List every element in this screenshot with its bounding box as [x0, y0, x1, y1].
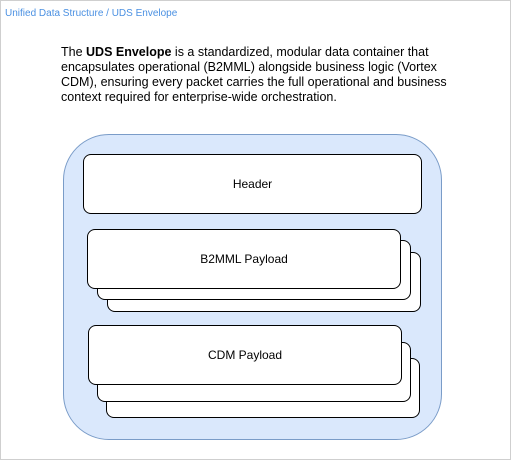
cdm-payload-block[interactable]: CDM Payload: [88, 325, 402, 385]
b2mml-payload-block[interactable]: B2MML Payload: [87, 229, 401, 289]
description-emphasis: UDS Envelope: [86, 45, 172, 59]
breadcrumb[interactable]: Unified Data Structure / UDS Envelope: [5, 8, 178, 19]
uds-envelope-container[interactable]: Header B2MML Payload CDM Payload: [63, 134, 442, 440]
header-block[interactable]: Header: [83, 154, 422, 214]
description-prefix: The: [61, 45, 87, 59]
description-text: is a standardized, modular data containe…: [61, 45, 447, 104]
header-label: Header: [232, 177, 273, 191]
envelope-description: The UDS Envelope is a standardized, modu…: [61, 45, 456, 105]
b2mml-payload-label: B2MML Payload: [200, 252, 288, 266]
cdm-payload-label: CDM Payload: [207, 348, 283, 362]
